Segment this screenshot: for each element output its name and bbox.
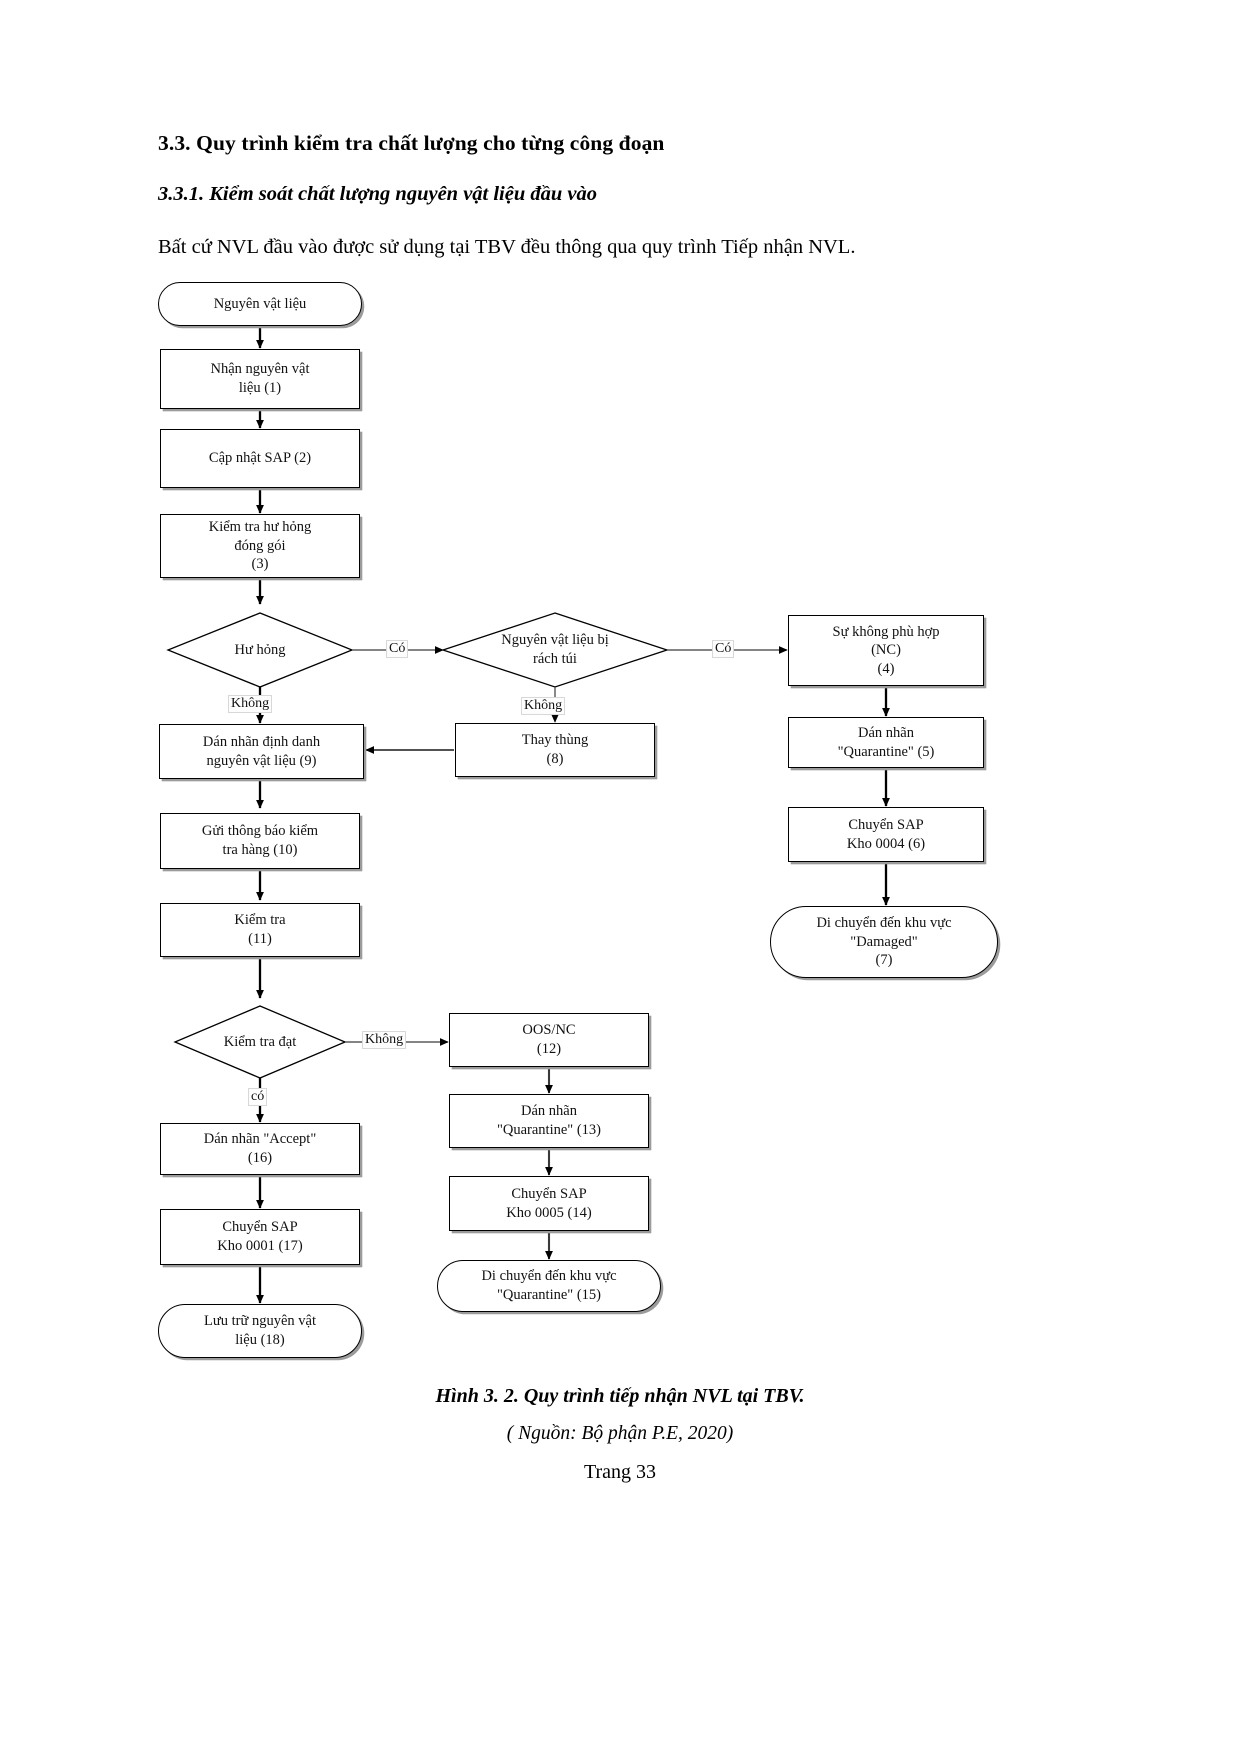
node-decision-rach-tui[interactable]: Nguyên vật liệu bị rách túi (473, 625, 637, 675)
node-label-line: Dán nhãn (858, 724, 914, 741)
node-label-line: Kiểm tra (234, 912, 286, 929)
node-di-chuyen-quarantine-15[interactable]: Di chuyển đến khu vực "Quarantine" (15) (437, 1260, 661, 1312)
node-label: Dán nhãn định danh nguyên vật liệu (9) (203, 733, 320, 770)
node-label-line: tra hàng (10) (222, 842, 298, 858)
node-label-line: liệu (1) (238, 380, 282, 396)
node-label-line: (12) (536, 1041, 562, 1057)
node-label-line: "Damaged" (850, 933, 918, 950)
node-label-line: Di chuyển đến khu vực (816, 915, 952, 932)
node-label-line: Nhận nguyên vật (210, 361, 310, 378)
node-label-line: đóng gói (234, 537, 286, 554)
node-label-line: Kho 0005 (14) (506, 1204, 592, 1221)
node-label-line: "Quarantine" (5) (837, 743, 935, 760)
node-label-line: (16) (247, 1150, 273, 1166)
node-label: Chuyển SAP Kho 0005 (14) (506, 1185, 591, 1222)
node-label-line: (3) (251, 556, 269, 573)
node-nguyen-vat-lieu[interactable]: Nguyên vật liệu (158, 282, 362, 326)
node-chuyen-sap-kho-0005[interactable]: Chuyển SAP Kho 0005 (14) (449, 1176, 649, 1231)
node-label: Chuyển SAP Kho 0001 (17) (217, 1218, 302, 1255)
node-label: Thay thùng (8) (522, 731, 588, 768)
node-thay-thung[interactable]: Thay thùng (8) (455, 723, 655, 777)
node-label-line: "Quarantine" (13) (496, 1122, 602, 1138)
node-label-line: Dán nhãn định danh (202, 733, 321, 750)
node-label-line: Sự không phù hợp (832, 623, 940, 640)
node-label: OOS/NC (12) (522, 1021, 575, 1058)
node-chuyen-sap-kho-0001[interactable]: Chuyển SAP Kho 0001 (17) (160, 1209, 360, 1265)
node-decision-kiem-tra-dat[interactable]: Kiểm tra đạt (190, 1028, 330, 1056)
node-cap-nhat-sap[interactable]: Cập nhật SAP (2) (160, 429, 360, 488)
node-label-line: nguyên vật liệu (9) (206, 752, 317, 769)
node-label-line: Kho 0001 (17) (217, 1238, 303, 1254)
node-label-line: Di chuyển đến khu vực (481, 1268, 617, 1285)
node-label-line: Nguyên vật liệu bị (501, 632, 609, 649)
edge-label-kiem-tra-dat-yes: có (248, 1088, 268, 1107)
node-luu-tru-nguyen-vat-lieu[interactable]: Lưu trữ nguyên vật liệu (18) (158, 1304, 362, 1358)
node-label-line: Chuyển SAP (511, 1185, 587, 1202)
node-chuyen-sap-kho-0004[interactable]: Chuyển SAP Kho 0004 (6) (788, 807, 984, 862)
node-oos-nc[interactable]: OOS/NC (12) (449, 1013, 649, 1067)
node-label: Cập nhật SAP (2) (208, 450, 312, 467)
node-label-line: rách túi (533, 651, 577, 667)
node-label-line: Lưu trữ nguyên vật (204, 1313, 316, 1330)
node-kiem-tra-11[interactable]: Kiểm tra (11) (160, 903, 360, 957)
node-su-khong-phu-hop[interactable]: Sự không phù hợp (NC) (4) (788, 615, 984, 686)
node-label: Nhận nguyên vật liệu (1) (210, 360, 309, 397)
node-label: Di chuyển đến khu vực "Damaged" (7) (816, 914, 951, 970)
section-heading: 3.3. Quy trình kiểm tra chất lượng cho t… (158, 131, 665, 155)
edge-label-hu-hong-yes: Có (386, 640, 409, 659)
figure-caption: Hình 3. 2. Quy trình tiếp nhận NVL tại T… (435, 1385, 805, 1407)
node-label-line: "Quarantine" (15) (496, 1287, 602, 1303)
node-label-line: Thay thùng (521, 732, 589, 749)
node-label: Kiểm tra hư hỏng đóng gói (3) (209, 518, 312, 574)
subsection-heading: 3.3.1. Kiểm soát chất lượng nguyên vật l… (158, 183, 597, 205)
edge-label-rach-tui-yes: Có (712, 640, 735, 659)
edge-label-hu-hong-no: Không (228, 695, 273, 714)
node-label: Di chuyển đến khu vực "Quarantine" (15) (481, 1267, 616, 1304)
node-kiem-tra-hu-hong-dong-goi[interactable]: Kiểm tra hư hỏng đóng gói (3) (160, 514, 360, 578)
node-dan-nhan-quarantine-13[interactable]: Dán nhãn "Quarantine" (13) (449, 1094, 649, 1148)
node-label: Dán nhãn "Quarantine" (5) (838, 724, 935, 761)
node-label-line: Gửi thông báo kiểm (201, 823, 319, 840)
node-label-line: Kho 0004 (6) (846, 835, 926, 852)
node-label: Lưu trữ nguyên vật liệu (18) (204, 1312, 316, 1349)
page-number: Trang 33 (583, 1461, 657, 1483)
node-label: Kiểm tra đạt (223, 1033, 297, 1050)
node-label-line: Chuyển SAP (222, 1219, 298, 1236)
node-decision-hu-hong[interactable]: Hư hỏng (180, 636, 340, 664)
node-label: Kiểm tra (11) (234, 911, 285, 948)
node-label: Nguyên vật liệu (213, 295, 307, 312)
node-label: Gửi thông báo kiểm tra hàng (10) (202, 822, 318, 859)
node-gui-thong-bao-kiem-tra[interactable]: Gửi thông báo kiểm tra hàng (10) (160, 813, 360, 869)
edge-label-rach-tui-no: Không (521, 697, 566, 716)
node-label-line: Chuyển SAP (848, 816, 924, 833)
node-dan-nhan-quarantine-5[interactable]: Dán nhãn "Quarantine" (5) (788, 717, 984, 768)
edge-label-kiem-tra-dat-no: Không (362, 1031, 407, 1050)
node-label-line: (7) (875, 952, 893, 969)
body-paragraph: Bất cứ NVL đầu vào được sử dụng tại TBV … (158, 236, 856, 258)
node-label-line: (8) (546, 751, 564, 767)
node-label-line: (4) (877, 660, 895, 677)
node-label-line: (NC) (871, 642, 901, 659)
node-label-line: OOS/NC (522, 1022, 576, 1039)
node-nhan-nguyen-vat-lieu[interactable]: Nhận nguyên vật liệu (1) (160, 349, 360, 409)
node-label-line: (11) (248, 931, 272, 947)
node-label: Nguyên vật liệu bị rách túi (501, 631, 609, 668)
node-label-line: Dán nhãn (521, 1103, 577, 1120)
node-label: Dán nhãn "Accept" (16) (204, 1130, 317, 1167)
node-label-line: Kiểm tra hư hỏng (208, 519, 312, 536)
node-dan-nhan-dinh-danh[interactable]: Dán nhãn định danh nguyên vật liệu (9) (159, 724, 364, 779)
node-label: Hư hỏng (234, 641, 286, 658)
node-di-chuyen-damaged[interactable]: Di chuyển đến khu vực "Damaged" (7) (770, 906, 998, 978)
figure-source: ( Nguồn: Bộ phận P.E, 2020) (506, 1423, 734, 1444)
node-dan-nhan-accept[interactable]: Dán nhãn "Accept" (16) (160, 1123, 360, 1175)
node-label: Dán nhãn "Quarantine" (13) (497, 1102, 601, 1139)
node-label-line: Dán nhãn "Accept" (203, 1131, 317, 1148)
node-label: Chuyển SAP Kho 0004 (6) (847, 816, 925, 853)
node-label-line: liệu (18) (235, 1332, 285, 1348)
node-label: Sự không phù hợp (NC) (4) (833, 623, 940, 679)
